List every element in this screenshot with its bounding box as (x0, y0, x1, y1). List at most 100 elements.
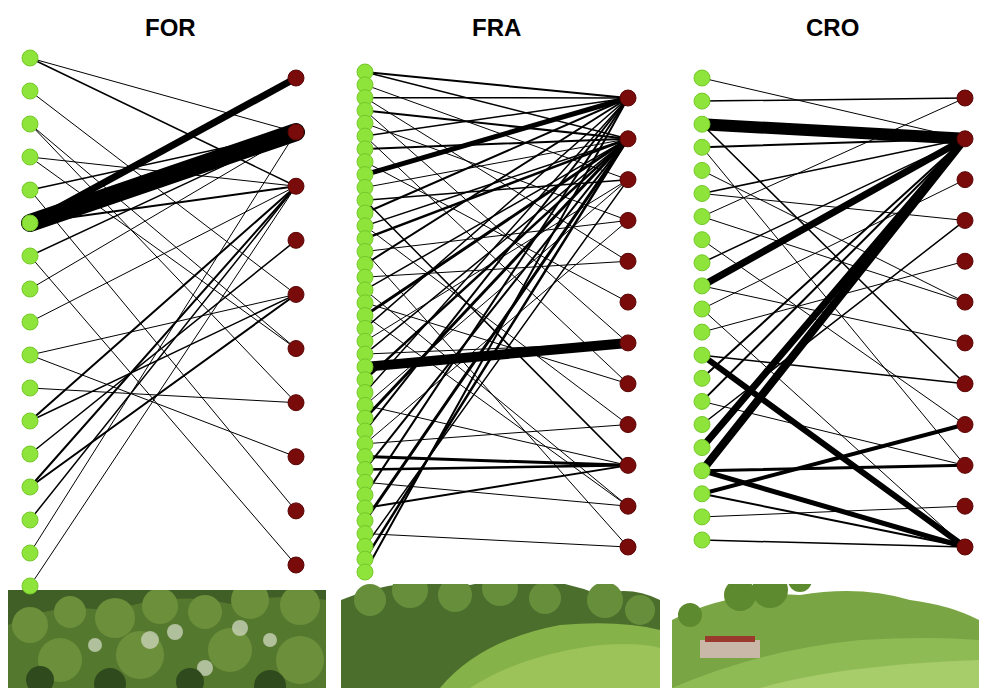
interaction-line (702, 98, 965, 101)
animal-dot (620, 90, 636, 106)
plant-dot (694, 93, 710, 109)
animal-dot (288, 449, 304, 465)
animal-dot (288, 178, 304, 194)
plant-dot (694, 162, 710, 178)
animal-dot (288, 395, 304, 411)
plant-dot (22, 149, 38, 165)
interaction-line (30, 186, 296, 223)
plant-dot (694, 417, 710, 433)
interaction-line (702, 355, 965, 384)
interaction-line (365, 98, 628, 136)
interaction-line (30, 132, 296, 289)
animal-dot (957, 90, 973, 106)
animal-dot (957, 335, 973, 351)
interaction-line (365, 139, 628, 521)
interaction-line (365, 139, 628, 290)
animal-dot (288, 70, 304, 86)
animal-dot (620, 212, 636, 228)
interaction-line (365, 290, 628, 506)
interaction-line (365, 251, 628, 547)
plant-dot (694, 324, 710, 340)
animal-dot (288, 232, 304, 248)
animal-dot (957, 539, 973, 555)
animal-dot (957, 417, 973, 433)
plant-dot (694, 116, 710, 132)
plant-dot (357, 564, 373, 580)
interaction-line (30, 58, 296, 132)
interaction-line (365, 139, 628, 559)
plant-dot (22, 314, 38, 330)
animal-dot (288, 341, 304, 357)
interaction-line (30, 132, 296, 553)
interaction-line (702, 220, 965, 424)
interaction-line (702, 139, 965, 147)
interaction-line (365, 72, 628, 139)
interaction-line (30, 294, 296, 487)
animal-dot (288, 286, 304, 302)
animal-dot (620, 172, 636, 188)
plant-dot (694, 278, 710, 294)
interaction-line (365, 200, 628, 465)
plant-dot (694, 486, 710, 502)
interaction-line (365, 180, 628, 547)
plant-dot (22, 512, 38, 528)
interaction-line (365, 534, 628, 547)
interaction-lines (702, 78, 965, 547)
animal-dot (957, 498, 973, 514)
panel-title: FOR (145, 16, 196, 40)
animal-dot (288, 503, 304, 519)
interaction-line (30, 157, 296, 349)
bipartite-network (22, 50, 973, 594)
animal-dot (957, 172, 973, 188)
interaction-line (702, 139, 965, 471)
animal-dot (620, 335, 636, 351)
plant-dot (694, 532, 710, 548)
interaction-line (702, 124, 965, 139)
plant-dot (22, 380, 38, 396)
plant-dot (22, 215, 38, 231)
animal-dot (957, 212, 973, 228)
interaction-line (30, 186, 296, 322)
interaction-line (30, 186, 296, 520)
plant-dot (694, 393, 710, 409)
interaction-line (702, 194, 965, 221)
interaction-line (365, 226, 628, 425)
interaction-line (365, 316, 628, 507)
interaction-line (702, 217, 965, 302)
interaction-line (702, 494, 965, 547)
interaction-line (365, 139, 628, 418)
interaction-line (702, 139, 965, 286)
plant-dot (694, 232, 710, 248)
interaction-line (702, 355, 965, 547)
crop-photo (672, 584, 979, 688)
plant-dot (694, 186, 710, 202)
plant-dot (694, 463, 710, 479)
interaction-line (30, 355, 296, 457)
plant-dot (694, 139, 710, 155)
plant-dot (694, 509, 710, 525)
plant-dot (22, 248, 38, 264)
interaction-lines (30, 58, 296, 586)
interaction-line (30, 186, 296, 586)
panel-title: FRA (472, 16, 521, 40)
interaction-line (365, 72, 628, 98)
interaction-line (365, 98, 628, 572)
plant-dot (22, 578, 38, 594)
interaction-line (365, 139, 628, 470)
animal-dot (288, 124, 304, 140)
interaction-line (702, 540, 965, 547)
plant-dot (22, 347, 38, 363)
animal-dot (620, 294, 636, 310)
animal-dot (957, 131, 973, 147)
plant-dot (694, 301, 710, 317)
animal-dot (957, 376, 973, 392)
interaction-line (365, 97, 628, 99)
animal-dot (620, 417, 636, 433)
animal-dot (620, 539, 636, 555)
plant-dot (694, 70, 710, 86)
plant-dot (694, 347, 710, 363)
interaction-line (365, 139, 628, 226)
interaction-line (365, 98, 628, 431)
plant-dot (22, 545, 38, 561)
